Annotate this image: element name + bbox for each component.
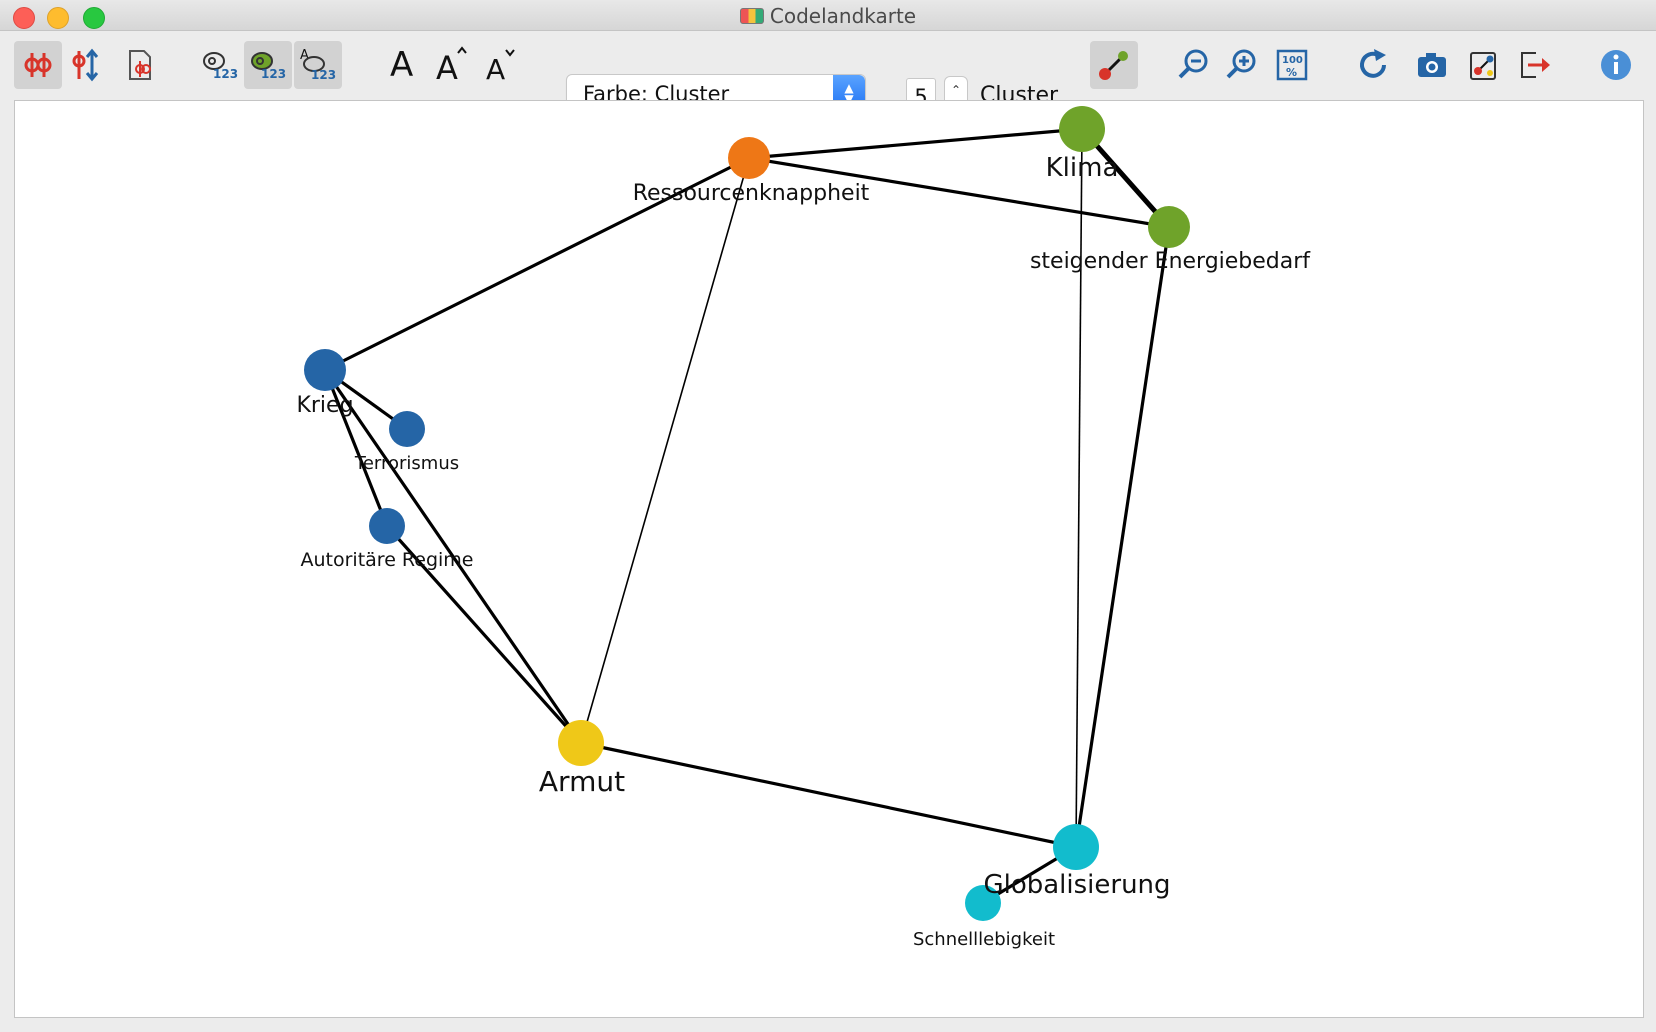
minimize-window-button[interactable] <box>47 7 69 29</box>
window-title: Codelandkarte <box>769 4 917 28</box>
code-map-canvas[interactable]: Ressourcenknappheit Klima steigender Energ… <box>14 100 1644 1018</box>
edge-energie-global[interactable] <box>1074 226 1171 848</box>
font-decrease-icon: A <box>486 49 515 85</box>
export-map-icon <box>1470 52 1496 80</box>
svg-text:A: A <box>436 49 458 85</box>
sort-button[interactable] <box>62 41 110 89</box>
font-normal-icon: A <box>390 45 414 85</box>
edge-armut-global[interactable] <box>580 741 1077 849</box>
node-global[interactable] <box>1053 824 1099 870</box>
sort-icon <box>72 48 99 82</box>
code-map-graph <box>304 106 1190 921</box>
text-count-icon: A 123 <box>300 48 336 82</box>
info-icon <box>1601 50 1631 80</box>
text-count-button[interactable]: A 123 <box>294 41 342 89</box>
zoom-in-icon <box>1226 49 1256 79</box>
node-label-krieg[interactable]: Krieg <box>296 393 354 418</box>
node-energie[interactable] <box>1148 206 1190 248</box>
code-map-button[interactable] <box>14 41 62 89</box>
zoom-in-button[interactable] <box>1218 41 1266 89</box>
node-label-armut[interactable]: Armut <box>538 765 626 798</box>
node-autoritaer[interactable] <box>369 508 405 544</box>
node-krieg[interactable] <box>304 349 346 391</box>
label-count-icon: 123 <box>203 52 238 81</box>
edge-autoritaer-armut[interactable] <box>385 524 583 745</box>
svg-text:100: 100 <box>1282 55 1303 66</box>
node-klima[interactable] <box>1059 106 1105 152</box>
export-map-button[interactable] <box>1460 41 1508 89</box>
svg-text:123: 123 <box>261 67 286 81</box>
title-bar: Codelandkarte <box>0 0 1656 31</box>
link-line-button[interactable] <box>1090 41 1138 89</box>
edge-klima-global[interactable] <box>1075 128 1083 848</box>
edge-krieg-autoritaer[interactable] <box>323 369 389 527</box>
svg-text:A: A <box>486 53 505 85</box>
node-label-klima[interactable]: Klima <box>1045 153 1119 183</box>
node-label-energie[interactable]: steigender Energiebedarf <box>1029 249 1311 274</box>
document-map-button[interactable] <box>116 41 164 89</box>
maximize-window-button[interactable] <box>83 7 105 29</box>
refresh-icon <box>1360 49 1386 78</box>
zoom-100-icon: 100 % <box>1276 49 1308 81</box>
edge-ressourcen-klima[interactable] <box>748 127 1083 160</box>
node-ressourcen[interactable] <box>728 137 770 179</box>
zoom-out-button[interactable] <box>1170 41 1218 89</box>
document-icon <box>129 50 151 80</box>
color-count-icon: 123 <box>251 52 286 81</box>
node-label-ressourcen[interactable]: Ressourcenknappheit <box>632 181 870 206</box>
window-title-wrap: Codelandkarte <box>0 4 1656 28</box>
screenshot-button[interactable] <box>1408 41 1456 89</box>
edge-ressourcen-krieg[interactable] <box>324 156 750 372</box>
close-window-button[interactable] <box>13 7 35 29</box>
code-map-icon <box>24 53 52 77</box>
chevron-up-icon[interactable]: ⌃ <box>950 83 962 97</box>
node-terror[interactable] <box>389 411 425 447</box>
color-count-button[interactable]: 123 <box>244 41 292 89</box>
node-label-global[interactable]: Globalisierung <box>983 870 1171 900</box>
node-label-schnell[interactable]: Schnelllebigkeit <box>912 929 1056 950</box>
zoom-out-icon <box>1178 49 1208 79</box>
svg-text:%: % <box>1286 66 1297 79</box>
camera-icon <box>1418 53 1446 77</box>
link-line-icon <box>1099 51 1128 80</box>
label-count-button[interactable]: 123 <box>196 41 244 89</box>
code-map-title-icon <box>739 7 764 24</box>
font-decrease-button[interactable]: A <box>474 41 522 89</box>
node-armut[interactable] <box>558 720 604 766</box>
node-label-terror[interactable]: Terrorismus <box>354 453 460 474</box>
toolbar: 123 123 A 123 A A A Farbe: Cluster <box>0 31 1656 118</box>
svg-text:A: A <box>300 48 309 63</box>
font-normal-button[interactable]: A <box>378 41 426 89</box>
svg-text:123: 123 <box>213 67 238 81</box>
refresh-button[interactable] <box>1350 41 1398 89</box>
svg-text:123: 123 <box>311 68 336 82</box>
zoom-100-button[interactable]: 100 % <box>1268 41 1316 89</box>
edge-ressourcen-armut[interactable] <box>580 157 750 744</box>
edge-ressourcen-energie[interactable] <box>748 156 1170 229</box>
font-increase-button[interactable]: A <box>426 41 474 89</box>
exit-icon <box>1521 52 1550 78</box>
edge-krieg-armut[interactable] <box>323 369 583 744</box>
info-button[interactable] <box>1592 41 1640 89</box>
exit-button[interactable] <box>1510 41 1558 89</box>
node-schnell[interactable] <box>965 885 1001 921</box>
node-label-autoritaer[interactable]: Autoritäre Regime <box>300 549 474 571</box>
font-increase-icon: A <box>436 46 467 85</box>
